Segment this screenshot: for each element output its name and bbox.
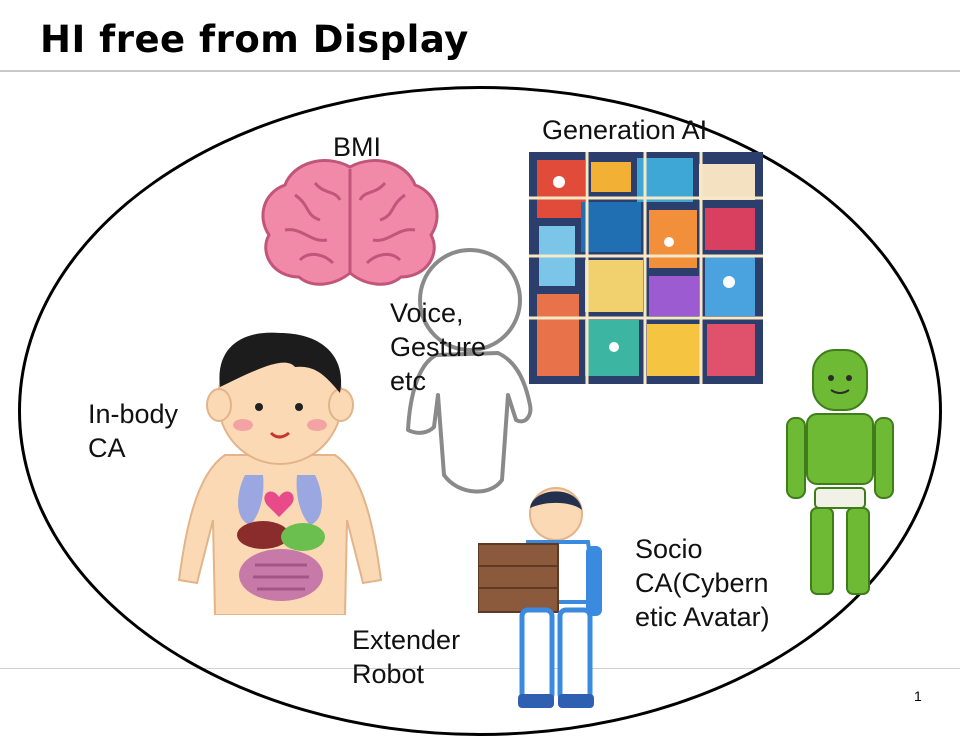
ai-artwork-image: [529, 152, 763, 384]
brain-icon: [261, 159, 439, 286]
in-body-ca-label: In-body CA: [88, 399, 179, 463]
voice-gesture-label: Voice, Gesture etc: [390, 298, 487, 396]
extender-robot-label: Extender Robot: [352, 625, 461, 689]
title-divider: [0, 70, 960, 72]
person-outline-icon: [406, 248, 533, 494]
boy-anatomy-icon: [177, 332, 383, 615]
generation-ai-label: Generation AI: [542, 115, 708, 145]
exoskeleton-worker-icon: [478, 487, 602, 708]
bmi-label: BMI: [333, 132, 382, 162]
slide-title: HI free from Display: [40, 18, 469, 61]
socio-ca-label: Socio CA(Cybern etic Avatar): [635, 534, 770, 632]
green-robot-icon: [786, 349, 894, 595]
page-number: 1: [914, 688, 922, 704]
